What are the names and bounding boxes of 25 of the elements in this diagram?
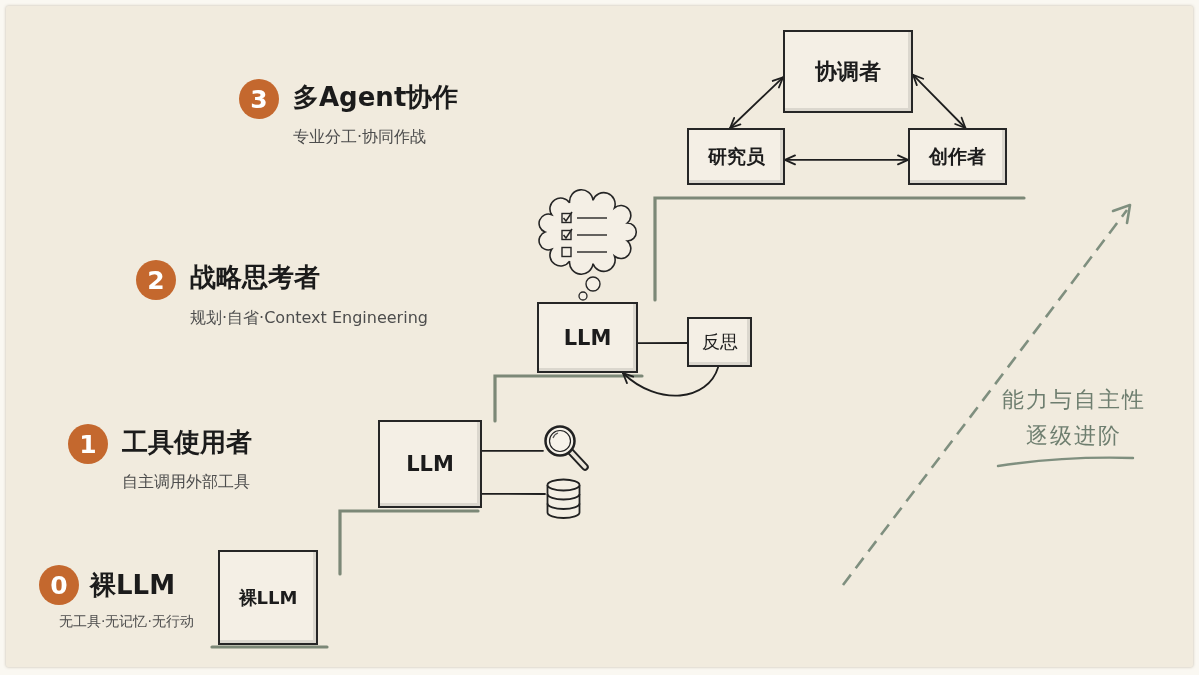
connector-line (481, 449, 544, 452)
magnifier-icon (543, 424, 589, 471)
level-subtitle: 无工具·无记忆·无行动 (59, 613, 194, 630)
agent-box: 协调者 (783, 30, 913, 113)
curved-arrow (622, 366, 720, 397)
level-title: 多Agent协作 (293, 82, 459, 114)
llm-box: LLM (537, 302, 638, 373)
reflection-box: 反思 (687, 317, 752, 367)
level-title: 战略思考者 (190, 262, 320, 294)
agent-box: 研究员 (687, 128, 785, 185)
annotation-text: 能力与自主性逐级进阶 (1001, 386, 1147, 450)
llm-box: 裸LLM (218, 550, 318, 645)
level-subtitle: 专业分工·协同作战 (293, 127, 427, 147)
database-icon (545, 478, 582, 520)
level-subtitle: 自主调用外部工具 (122, 472, 250, 492)
double-arrow (729, 76, 784, 129)
double-arrow (912, 73, 967, 129)
level-title: 工具使用者 (122, 427, 252, 459)
level-subtitle: 规划·自省·Context Engineering (190, 308, 428, 328)
connector-line (481, 493, 546, 495)
level-title: 裸LLM (90, 570, 175, 602)
agent-box: 创作者 (908, 128, 1007, 185)
connector-line (637, 342, 688, 345)
llm-box: LLM (378, 420, 482, 508)
double-arrow (784, 154, 909, 166)
